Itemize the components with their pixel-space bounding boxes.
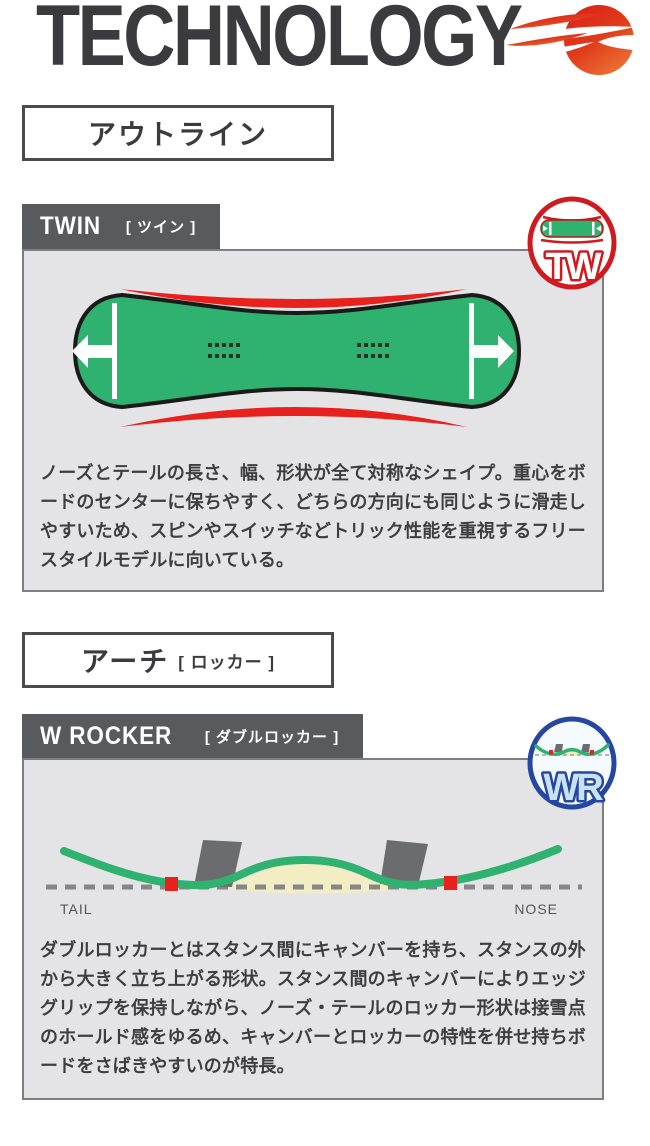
card-w-rocker-body: TAIL NOSE ダブルロッカーとはスタンス間にキャンバーを持ち、スタンスの外… [22, 758, 604, 1100]
nose-label: NOSE [514, 901, 558, 917]
nose-direction-arrow [473, 335, 514, 368]
tw-badge-label: TW [545, 246, 601, 288]
tail-direction-arrow [72, 335, 113, 368]
card-w-rocker-tab: W ROCKER [ ダブルロッカー ] [22, 714, 364, 758]
card-twin-tab: TWIN [ ツイン ] [22, 204, 221, 249]
section-heading-arch: アーチ [ ロッカー ] [22, 632, 334, 688]
tw-mini-board-icon [540, 215, 604, 244]
section-heading-outline: アウトライン [22, 105, 334, 161]
twin-description: ノーズとテールの長さ、幅、形状が全て対称なシェイプ。重心をボードのセンターに保ち… [40, 463, 586, 570]
section-heading-text: アーチ [80, 646, 170, 677]
snowboard-top-view [72, 292, 522, 410]
wr-mini-rocker-icon [534, 743, 610, 756]
wr-badge: WR [527, 716, 617, 810]
card-w-rocker: W ROCKER [ ダブルロッカー ] TAIL NOSE [22, 714, 604, 1100]
tab-label: W ROCKER [40, 721, 173, 750]
w-rocker-profile-diagram: TAIL NOSE [46, 840, 582, 917]
tab-sublabel: [ ツイン ] [125, 219, 197, 236]
brand-flame-logo-icon [504, 5, 637, 75]
binding-right [380, 840, 428, 884]
section-heading-subtext: [ ロッカー ] [178, 652, 276, 672]
insert-holes-right [357, 343, 389, 358]
tail-label: TAIL [60, 901, 93, 917]
card-twin: TWIN [ ツイン ] [22, 204, 604, 592]
page-title: TECHNOLOGY [36, 0, 523, 84]
twin-outline-diagram [72, 289, 522, 427]
tab-sublabel: [ ダブルロッカー ] [204, 728, 340, 746]
card-twin-body: ノーズとテールの長さ、幅、形状が全て対称なシェイプ。重心をボードのセンターに保ち… [22, 249, 604, 592]
w-rocker-description: ダブルロッカーとはスタンス間にキャンバーを持ち、スタンスの外から大きく立ち上がる… [40, 940, 586, 1076]
tail-stance-line [112, 303, 117, 399]
contact-point-right [444, 876, 457, 890]
tw-badge: TW [527, 196, 617, 290]
nose-stance-line [469, 303, 474, 399]
contact-point-left [165, 877, 178, 891]
tab-label: TWIN [40, 212, 102, 240]
section-heading-text: アウトライン [87, 119, 268, 150]
wr-badge-label: WR [543, 767, 603, 809]
red-sidecut-arc-top [120, 289, 467, 308]
red-sidecut-arc-bottom [120, 407, 467, 427]
insert-holes-left [208, 343, 240, 358]
